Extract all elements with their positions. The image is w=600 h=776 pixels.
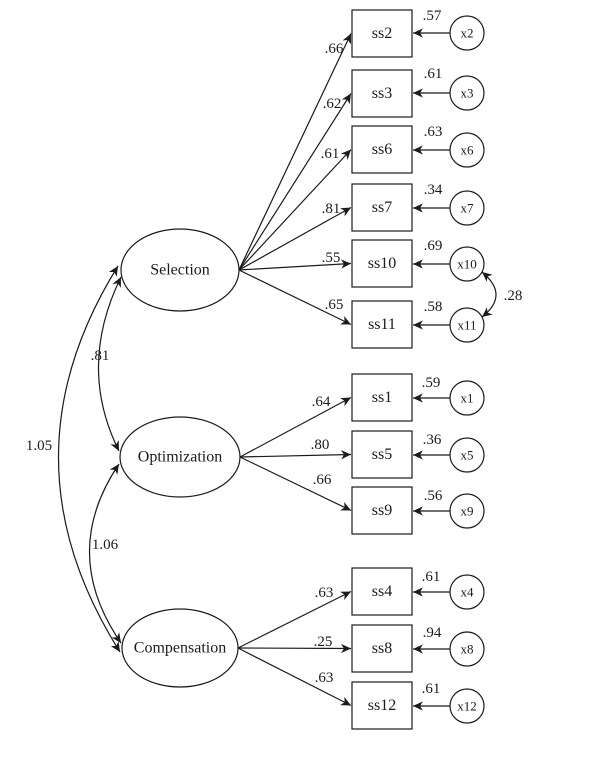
error-circle-x3 <box>449 75 485 111</box>
loading-value-ss7: .81 <box>322 201 341 217</box>
error-variance-x5: .36 <box>423 432 442 448</box>
error-variance-x12: .61 <box>422 681 441 697</box>
correlation-arrow-optimization-compensation <box>88 463 122 644</box>
loading-arrow-ss2 <box>238 33 352 271</box>
error-circle-x6 <box>449 132 485 168</box>
error-variance-x3: .61 <box>424 66 443 82</box>
loading-arrow-ss6 <box>238 149 352 271</box>
loading-arrow-ss4 <box>237 590 352 649</box>
indicator-box-ss12 <box>351 681 413 730</box>
error-label-x5: x5 <box>461 448 474 463</box>
factor-label-selection: Selection <box>150 262 210 279</box>
loading-value-ss10: .55 <box>322 250 341 266</box>
indicator-label-ss12: ss12 <box>368 697 396 714</box>
error-label-x6: x6 <box>461 143 475 158</box>
indicator-label-ss5: ss5 <box>372 446 392 463</box>
factor-label-compensation: Compensation <box>134 640 226 657</box>
loading-arrow-ss11 <box>238 269 352 326</box>
error-circle-x10 <box>449 246 485 282</box>
indicator-box-ss6 <box>351 125 413 174</box>
indicator-box-ss3 <box>351 69 413 118</box>
error-label-x11: x11 <box>457 318 476 333</box>
indicator-label-ss4: ss4 <box>372 583 392 600</box>
indicator-label-ss11: ss11 <box>368 316 396 333</box>
error-circle-x8 <box>449 631 485 667</box>
loading-value-ss5: .80 <box>311 437 330 453</box>
correlation-value-optimization-compensation: 1.06 <box>92 537 119 553</box>
indicator-label-ss1: ss1 <box>372 389 392 406</box>
error-circle-x7 <box>449 190 485 226</box>
indicator-label-ss6: ss6 <box>372 141 392 158</box>
indicator-box-ss1 <box>351 373 413 422</box>
loading-arrow-ss8 <box>237 643 352 654</box>
indicator-box-ss5 <box>351 430 413 479</box>
loading-arrow-ss9 <box>239 456 352 512</box>
loading-arrow-ss3 <box>238 93 352 271</box>
error-label-x4: x4 <box>461 585 475 600</box>
error-variance-x11: .58 <box>424 299 443 315</box>
indicator-label-ss3: ss3 <box>372 85 392 102</box>
error-label-x12: x12 <box>457 699 477 714</box>
error-variance-x4: .61 <box>422 569 441 585</box>
error-circle-x1 <box>449 380 485 416</box>
error-variance-x7: .34 <box>424 182 443 198</box>
loading-value-ss11: .65 <box>325 297 344 313</box>
indicator-label-ss8: ss8 <box>372 640 392 657</box>
error-variance-x1: .59 <box>422 375 441 391</box>
indicator-label-ss9: ss9 <box>372 502 392 519</box>
error-circle-x2 <box>449 15 485 51</box>
loading-arrow-ss10 <box>238 259 352 271</box>
correlation-arrow-selection-compensation <box>57 265 121 653</box>
loading-arrow-ss5 <box>239 450 352 460</box>
error-variance-x6: .63 <box>424 124 443 140</box>
loading-value-ss2: .66 <box>325 41 344 57</box>
loading-value-ss9: .66 <box>313 472 332 488</box>
error-label-x9: x9 <box>461 504 474 519</box>
error-variance-x8: .94 <box>423 625 442 641</box>
indicator-box-ss7 <box>351 183 413 232</box>
error-correlation-value: .28 <box>504 288 523 304</box>
factor-label-optimization: Optimization <box>138 449 222 466</box>
indicator-box-ss11 <box>351 300 413 349</box>
error-circle-x4 <box>449 574 485 610</box>
error-circle-x12 <box>449 688 485 724</box>
correlation-value-selection-optimization: .81 <box>91 348 110 364</box>
correlation-arrow-selection-optimization <box>97 276 122 452</box>
error-label-x3: x3 <box>461 86 474 101</box>
error-label-x2: x2 <box>461 26 474 41</box>
error-label-x1: x1 <box>461 391 474 406</box>
error-circle-x11 <box>449 307 485 343</box>
error-label-x7: x7 <box>461 201 475 216</box>
loading-value-ss8: .25 <box>314 634 333 650</box>
indicator-label-ss10: ss10 <box>368 255 396 272</box>
loading-arrow-ss12 <box>237 647 352 707</box>
error-variance-x9: .56 <box>424 488 443 504</box>
loading-value-ss4: .63 <box>315 585 334 601</box>
loading-arrow-ss1 <box>239 396 352 458</box>
loading-value-ss3: .62 <box>323 96 342 112</box>
indicator-box-ss9 <box>351 486 413 535</box>
loading-value-ss12: .63 <box>315 670 334 686</box>
error-label-x10: x10 <box>457 257 477 272</box>
indicator-box-ss10 <box>351 239 413 288</box>
error-circle-x9 <box>449 493 485 529</box>
indicator-box-ss4 <box>351 567 413 616</box>
loading-value-ss6: .61 <box>321 146 340 162</box>
indicator-label-ss7: ss7 <box>372 199 392 216</box>
error-correlation-arrow-x10-x11 <box>481 271 497 318</box>
error-label-x8: x8 <box>461 642 474 657</box>
loading-value-ss1: .64 <box>312 394 331 410</box>
error-variance-x2: .57 <box>423 8 442 24</box>
loading-arrow-ss7 <box>238 206 352 271</box>
indicator-box-ss2 <box>351 9 413 58</box>
indicator-label-ss2: ss2 <box>372 25 392 42</box>
error-circle-x5 <box>449 437 485 473</box>
correlation-value-selection-compensation: 1.05 <box>26 438 52 454</box>
error-variance-x10: .69 <box>424 238 443 254</box>
indicator-box-ss8 <box>351 624 413 673</box>
